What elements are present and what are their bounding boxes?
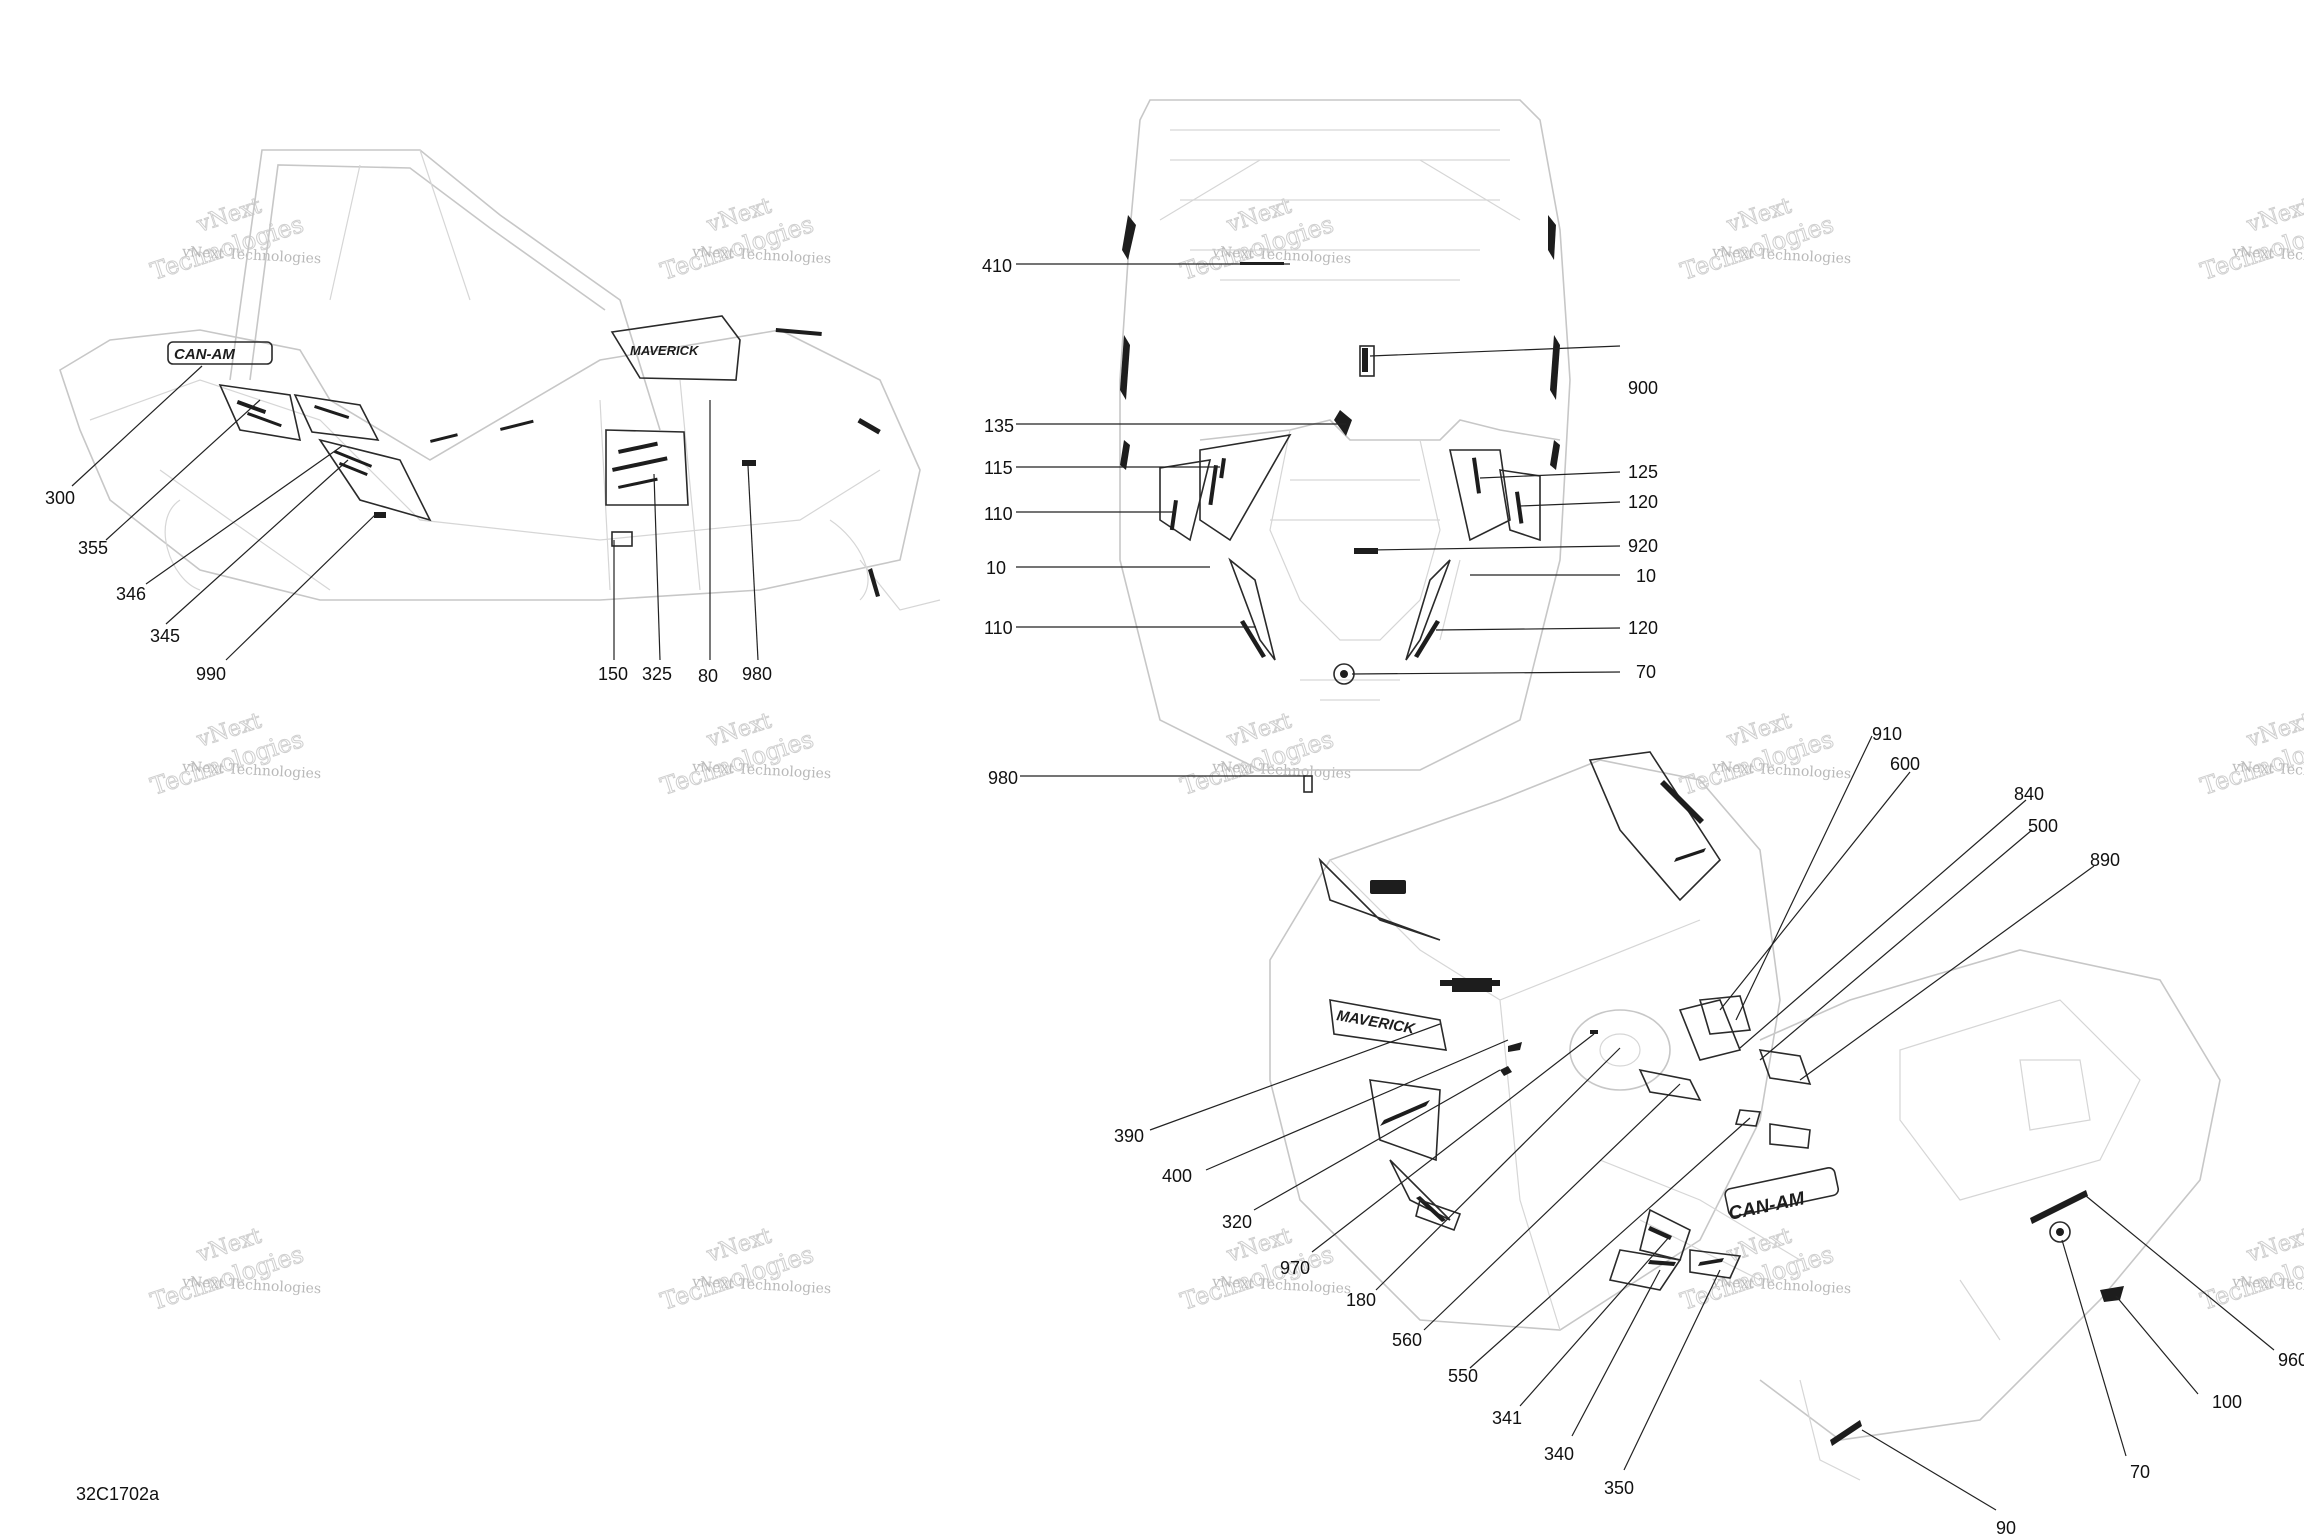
callout-115: 115 [984,458,1013,478]
iso-model-decal: MAVERICK [1335,1007,1417,1038]
callout-410: 410 [982,256,1012,276]
callout-90: 90 [1996,1518,2016,1536]
callout-180: 180 [1346,1290,1376,1310]
callout-110-lower: 110 [984,618,1013,638]
callout-346: 346 [116,584,146,604]
callout-890: 890 [2090,850,2120,870]
svg-text:vNext Technologies: vNext Technologies [181,759,322,782]
callout-980: 980 [742,664,772,684]
callout-80: 80 [698,666,718,686]
callout-960: 960 [2278,1350,2304,1370]
callout-100: 100 [2212,1392,2242,1412]
callout-150: 150 [598,664,628,684]
callout-550: 550 [1448,1366,1478,1386]
callout-340: 340 [1544,1444,1574,1464]
svg-text:vNext Technologies: vNext Technologies [1711,244,1852,267]
svg-text:vNext Technologies: vNext Technologies [1711,759,1852,782]
callout-840: 840 [2014,784,2044,804]
callout-135: 135 [984,416,1014,436]
svg-text:vNext Technologies: vNext Technologies [1211,1274,1352,1297]
callout-600: 600 [1890,754,1920,774]
callout-345: 345 [150,626,180,646]
callout-325: 325 [642,664,672,684]
svg-text:vNext Technologies: vNext Technologies [691,1274,832,1297]
svg-text:vNext Technologies: vNext Technologies [181,244,322,267]
callout-341: 341 [1492,1408,1522,1428]
front-view: 410 135 115 110 10 110 980 900 125 120 9… [982,99,1658,793]
svg-text:vNext Technologies: vNext Technologies [691,244,832,267]
side-can-am-logo: CAN-AM [174,346,235,363]
callout-500: 500 [2028,816,2058,836]
callout-910: 910 [1872,724,1902,744]
callout-970: 970 [1280,1258,1310,1278]
callout-10-left: 10 [986,558,1006,578]
svg-text:vNext Technologies: vNext Technologies [1711,1274,1852,1297]
callout-120-upper: 120 [1628,492,1658,512]
callout-560: 560 [1392,1330,1422,1350]
callout-350: 350 [1604,1478,1634,1498]
callout-390: 390 [1114,1126,1144,1146]
iso-can-am-logo: CAN-AM [1727,1188,1808,1225]
callout-10-right: 10 [1636,566,1656,586]
callout-70-iso: 70 [2130,1462,2150,1482]
callout-120-lower: 120 [1628,618,1658,638]
svg-text:vNext Technologies: vNext Technologies [691,759,832,782]
callout-400: 400 [1162,1166,1192,1186]
callout-980-front: 980 [988,768,1018,788]
svg-text:vNext Technologies: vNext Technologies [181,1274,322,1297]
isometric-view: MAVERICK CAN-AM [1114,724,2304,1536]
callout-110-upper: 110 [984,504,1013,524]
figure-code: 32C1702a [76,1484,160,1504]
callout-990: 990 [196,664,226,684]
callout-900: 900 [1628,378,1658,398]
callout-70-front: 70 [1636,662,1656,682]
callout-320: 320 [1222,1212,1252,1232]
callout-300: 300 [45,488,75,508]
side-view: MAVERICK CAN-AM 300 3 [45,149,941,686]
side-model-decal: MAVERICK [630,343,700,358]
callout-125: 125 [1628,462,1658,482]
callout-920: 920 [1628,536,1658,556]
callout-355: 355 [78,538,108,558]
